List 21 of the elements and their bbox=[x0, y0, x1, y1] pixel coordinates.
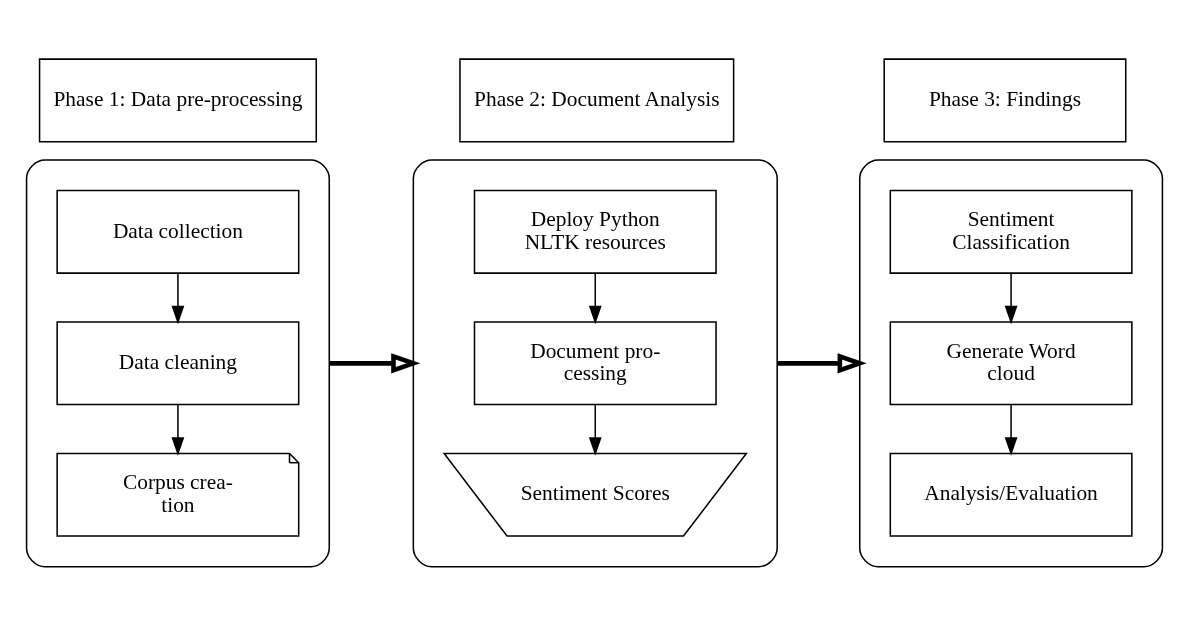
arrow bbox=[329, 352, 421, 374]
arrow bbox=[171, 403, 185, 456]
arrow bbox=[777, 352, 867, 374]
node-box: Data cleaning bbox=[56, 320, 300, 405]
node-box: Phase 2: Document Analysis bbox=[459, 57, 735, 142]
cluster bbox=[858, 158, 1164, 567]
arrow bbox=[1004, 403, 1018, 456]
node-box: Document pro- cessing bbox=[473, 320, 717, 405]
node-box: Phase 3: Findings bbox=[883, 57, 1127, 142]
arrow bbox=[588, 272, 602, 324]
cluster bbox=[412, 158, 778, 567]
arrow bbox=[1004, 272, 1018, 324]
node-box: Generate Word cloud bbox=[889, 320, 1133, 405]
node-box: Sentiment Classification bbox=[889, 189, 1133, 274]
node-box: Phase 1: Data pre-processing bbox=[38, 57, 318, 142]
arrow bbox=[588, 403, 602, 456]
cluster bbox=[25, 158, 331, 567]
node-box: Analysis/Evaluation bbox=[889, 452, 1133, 537]
arrow bbox=[171, 272, 185, 324]
node-box: Data collection bbox=[56, 189, 300, 274]
node-box: Deploy Python NLTK resources bbox=[473, 189, 717, 274]
